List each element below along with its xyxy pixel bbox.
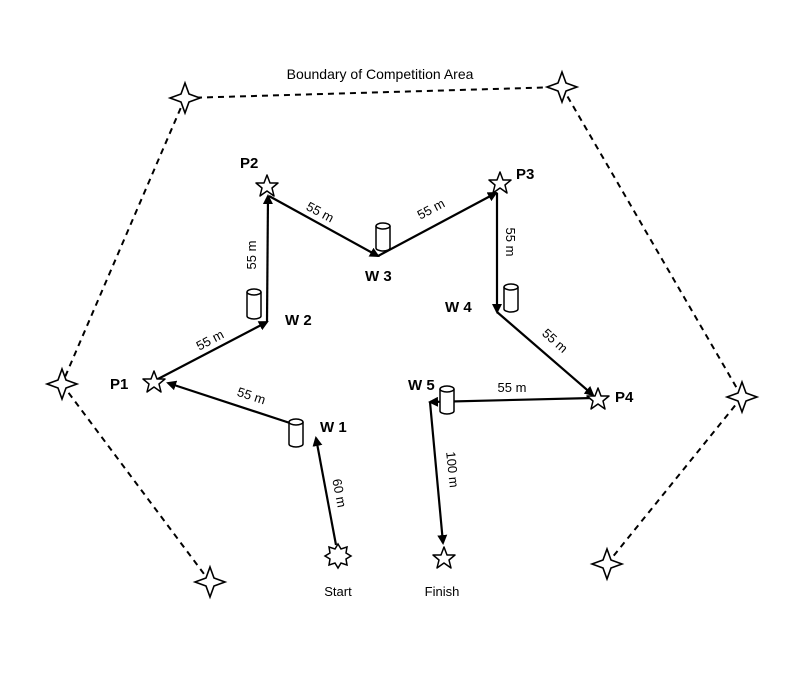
distance-w2-p2: 55 m [244, 241, 259, 270]
boundary-corner-marker-se [589, 546, 625, 582]
route-w4-to-p4 [496, 311, 595, 397]
water-station-w1-icon [288, 418, 304, 448]
finish-star-icon [432, 546, 456, 569]
boundary-corner-marker-e [724, 379, 760, 415]
start-marker-icon [323, 542, 353, 570]
distance-p1-w2: 55 m [194, 327, 227, 354]
boundary-corner-marker-sw [192, 564, 228, 600]
route-w2-to-p2 [262, 194, 273, 323]
route-w3-to-p3 [377, 192, 498, 257]
label-p1: P1 [110, 376, 128, 393]
label-start: Start [324, 584, 352, 599]
label-p3: P3 [516, 166, 534, 183]
water-station-w4-icon [503, 283, 519, 313]
competition-boundary [61, 86, 743, 583]
water-station-w5-icon [439, 385, 455, 415]
boundary-corner-marker-nw [167, 80, 203, 116]
label-w5: W 5 [408, 377, 435, 394]
checkpoint-p4-star-icon [586, 387, 610, 410]
distance-p2-w3: 55 m [304, 199, 337, 226]
label-w1: W 1 [320, 419, 347, 436]
route-w1-to-p1 [166, 380, 297, 427]
checkpoint-p1-star-icon [142, 370, 166, 393]
route-w5-to-finish [428, 401, 448, 545]
label-p2: P2 [240, 155, 258, 172]
distance-p4-w5: 55 m [498, 380, 527, 395]
distance-start-w1: 60 m [329, 478, 349, 509]
water-station-w3-icon [375, 222, 391, 252]
route-p1-to-w2 [155, 321, 269, 381]
distance-p3-w4: 55 m [503, 228, 518, 257]
label-p4: P4 [615, 389, 634, 406]
boundary-title: Boundary of Competition Area [287, 66, 474, 82]
label-finish: Finish [425, 584, 460, 599]
boundary-corner-marker-ne [544, 69, 580, 105]
route-p2-to-w3 [268, 195, 380, 257]
distance-w3-p3: 55 m [415, 196, 448, 223]
water-stations [246, 222, 519, 448]
water-station-w2-icon [246, 288, 262, 320]
checkpoint-p3-star-icon [488, 171, 512, 194]
label-w3: W 3 [365, 268, 392, 285]
checkpoint-p2-star-icon [255, 174, 279, 197]
label-w4: W 4 [445, 299, 472, 316]
label-w2: W 2 [285, 312, 312, 329]
boundary-corner-marker-w [44, 366, 80, 402]
route-p4-to-w5 [428, 396, 594, 407]
route-start-to-w1 [312, 436, 338, 546]
distance-w5-finish: 100 m [443, 451, 462, 489]
distance-w1-p1: 55 m [235, 384, 267, 407]
